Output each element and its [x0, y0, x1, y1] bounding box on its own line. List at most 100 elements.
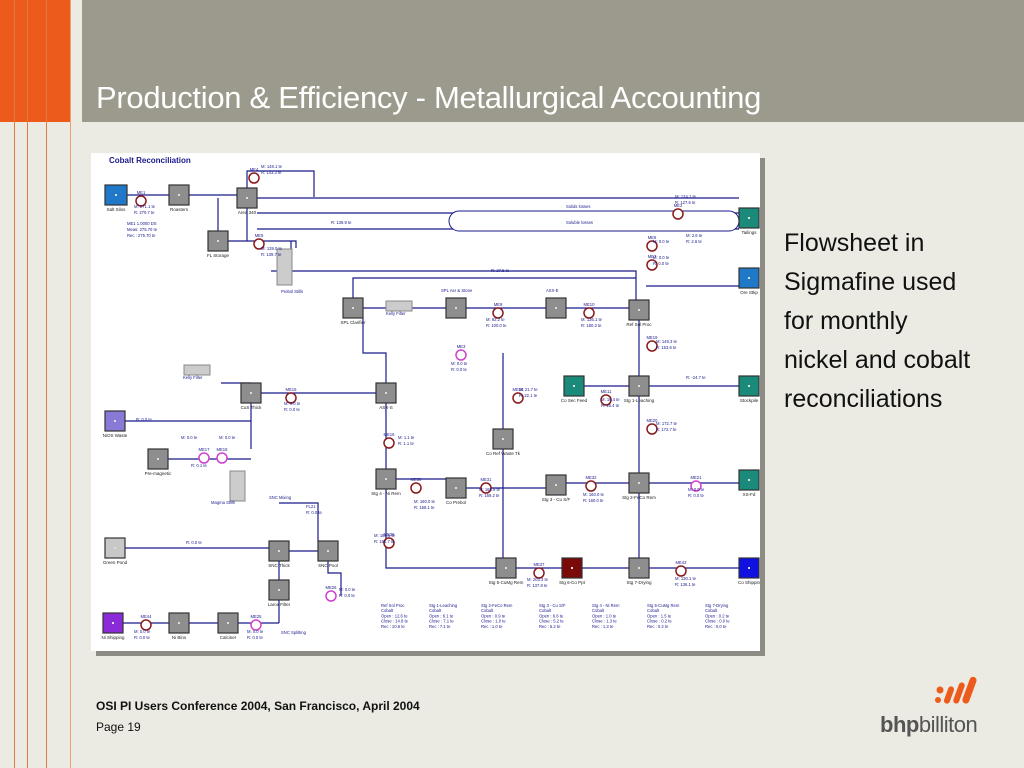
- stream-label: R: 169.2 te: [479, 493, 500, 498]
- meter-me17: ME17: [198, 447, 210, 464]
- meter-id: ME15: [286, 387, 298, 392]
- meter-id: ME4: [250, 167, 259, 172]
- meter-me18: ME18: [216, 447, 228, 464]
- stream-label: M: 168.9 te: [479, 487, 501, 492]
- pipe-shapes: [183, 210, 740, 502]
- side-caption: Flowsheet in Sigmafine used for monthly …: [784, 224, 1014, 419]
- unit-xs_fd: XS-Fd: [738, 469, 760, 497]
- stream-label: Rec : 275.70 te: [127, 233, 156, 238]
- summary-line: Ref Sol Proc: [381, 603, 405, 608]
- logo-wordmark: bhpbilliton: [880, 712, 978, 738]
- summary-line: Cobalt: [429, 608, 442, 613]
- stream-label: Kelly Filter: [386, 311, 406, 316]
- summary-line: Rec : 0.2 te: [647, 624, 669, 629]
- stream-label: M: 271.1 te: [134, 204, 156, 209]
- stream-label: Meas: 275.70 te: [127, 227, 158, 232]
- stream-label: R: 16.4 te: [601, 403, 620, 408]
- meter-id: ME11: [601, 389, 612, 394]
- unit-label: Pre-magnetic: [145, 471, 173, 476]
- logo-bhp: bhp: [880, 712, 919, 737]
- unit-cus_thick: CuS Thick: [240, 382, 262, 410]
- caption-line: Flowsheet in: [784, 229, 925, 257]
- stream-label: R: 2.6 te: [686, 239, 702, 244]
- summary-line: Close : 0.2 te: [647, 619, 672, 624]
- summary-line: Close : 5.2 te: [539, 619, 564, 624]
- summary-line: Cobalt: [705, 608, 718, 613]
- unit-ref_sol_proc: Ref Sol Proc: [626, 299, 652, 327]
- unit-stg2_fe_co_rem: Stg 2-FeCo Rem: [622, 472, 656, 500]
- unit-stockpile: Stockpile: [738, 375, 760, 403]
- meter-me9: ME9: [492, 302, 504, 319]
- unit-salt_silos: Salt Silos: [104, 184, 128, 212]
- summary-line: Open : 0.2 te: [705, 613, 730, 618]
- meter-id: ME21: [691, 475, 703, 480]
- meter-id: ME36: [384, 532, 396, 537]
- stream-label: M: 139.0 te: [261, 246, 283, 251]
- meter-id: ME1: [137, 190, 146, 195]
- stream-label: R: 0.0 te: [134, 635, 150, 640]
- bhpbilliton-logo-icon: [935, 676, 977, 704]
- unit-label: SNC Pool: [318, 563, 338, 568]
- unit-label: Stg 4 - Ni Rem: [371, 491, 401, 496]
- stream-label: SNC Mixing: [269, 495, 292, 500]
- unit-label: Ore Stkp: [740, 290, 758, 295]
- stream-label: R: 168.1 te: [414, 505, 435, 510]
- meter-me43: ME43: [675, 560, 688, 577]
- unit-label: Tailings: [741, 230, 757, 235]
- unit-label: Roasters: [170, 207, 189, 212]
- meter-me6: ME6: [646, 235, 658, 252]
- stream-label: R: 0.0 te: [688, 493, 704, 498]
- summary-line: Open : 12.6 te: [381, 613, 408, 618]
- unit-label: Ni Bins: [172, 635, 187, 640]
- summary-line: Close : 1.3 te: [592, 619, 617, 624]
- decorative-line: [70, 0, 71, 768]
- meter-me44: ME44: [140, 614, 152, 631]
- stream-label: M: 160.0 te: [414, 499, 436, 504]
- meter-id: ME19: [647, 335, 659, 340]
- meter-me24: ME24: [512, 387, 524, 404]
- stream-label: M: 136.1 te: [581, 317, 603, 322]
- stream-label: M: 0.0 te: [653, 239, 670, 244]
- stream-label: R: 0.0 te: [306, 510, 322, 515]
- meter-id: ME5: [255, 233, 264, 238]
- summary-line: Cobalt: [592, 608, 605, 613]
- stream-label: R: 127.6 te: [675, 200, 696, 205]
- stream-label: R: 0.0 te: [284, 407, 300, 412]
- summary-line: Rec : 10.6 te: [381, 624, 405, 629]
- stream-label: M: 0.0 te: [284, 401, 301, 406]
- stream-label: R: 1.1 te: [398, 441, 414, 446]
- decorative-line: [14, 0, 15, 768]
- logo-billiton: billiton: [918, 712, 978, 737]
- meter-id: ME43: [676, 560, 688, 565]
- stream-label: M: 124.1 te: [675, 194, 697, 199]
- stream-label: R: 100.0 te: [486, 323, 507, 328]
- stream-label: R: -24.7 te: [686, 375, 706, 380]
- meter-me7: ME7: [646, 254, 658, 271]
- stream-label: Solids losses: [566, 204, 590, 209]
- meter-me11: ME11: [600, 389, 612, 406]
- meter-me26: ME26: [325, 585, 337, 602]
- stream-label: Prebol Stills: [281, 289, 303, 294]
- title-bar: [82, 0, 1024, 122]
- unit-stg4_ni_rem: Stg 4 - Ni Rem: [371, 468, 401, 496]
- meter-me21: ME21: [690, 475, 703, 492]
- unit-label: SPL Clarifier: [340, 320, 366, 325]
- unit-stg1_leach: Stg 1-Leaching: [624, 375, 655, 403]
- caption-line: Sigmafine used: [784, 268, 957, 296]
- summary-line: Stg 2-FeCo Rem: [481, 603, 513, 608]
- stream-label: M: 1.1 te: [398, 435, 415, 440]
- meter-me2: ME2: [672, 203, 684, 220]
- unit-label: Co Shippin: [738, 580, 760, 585]
- unit-snc_thick: SNC Thick: [268, 540, 290, 568]
- slide-title: Production & Efficiency - Metallurgical …: [96, 80, 762, 115]
- stream-label: M: 0.0 te: [219, 435, 236, 440]
- unit-tailings: Tailings: [738, 207, 760, 235]
- summary-line: Rec : 1.3 te: [592, 624, 614, 629]
- stream-label: M: 16.4 te: [601, 397, 620, 402]
- unit-label: SNC Thick: [268, 563, 290, 568]
- stream-label: R: 139.7 te: [261, 252, 282, 257]
